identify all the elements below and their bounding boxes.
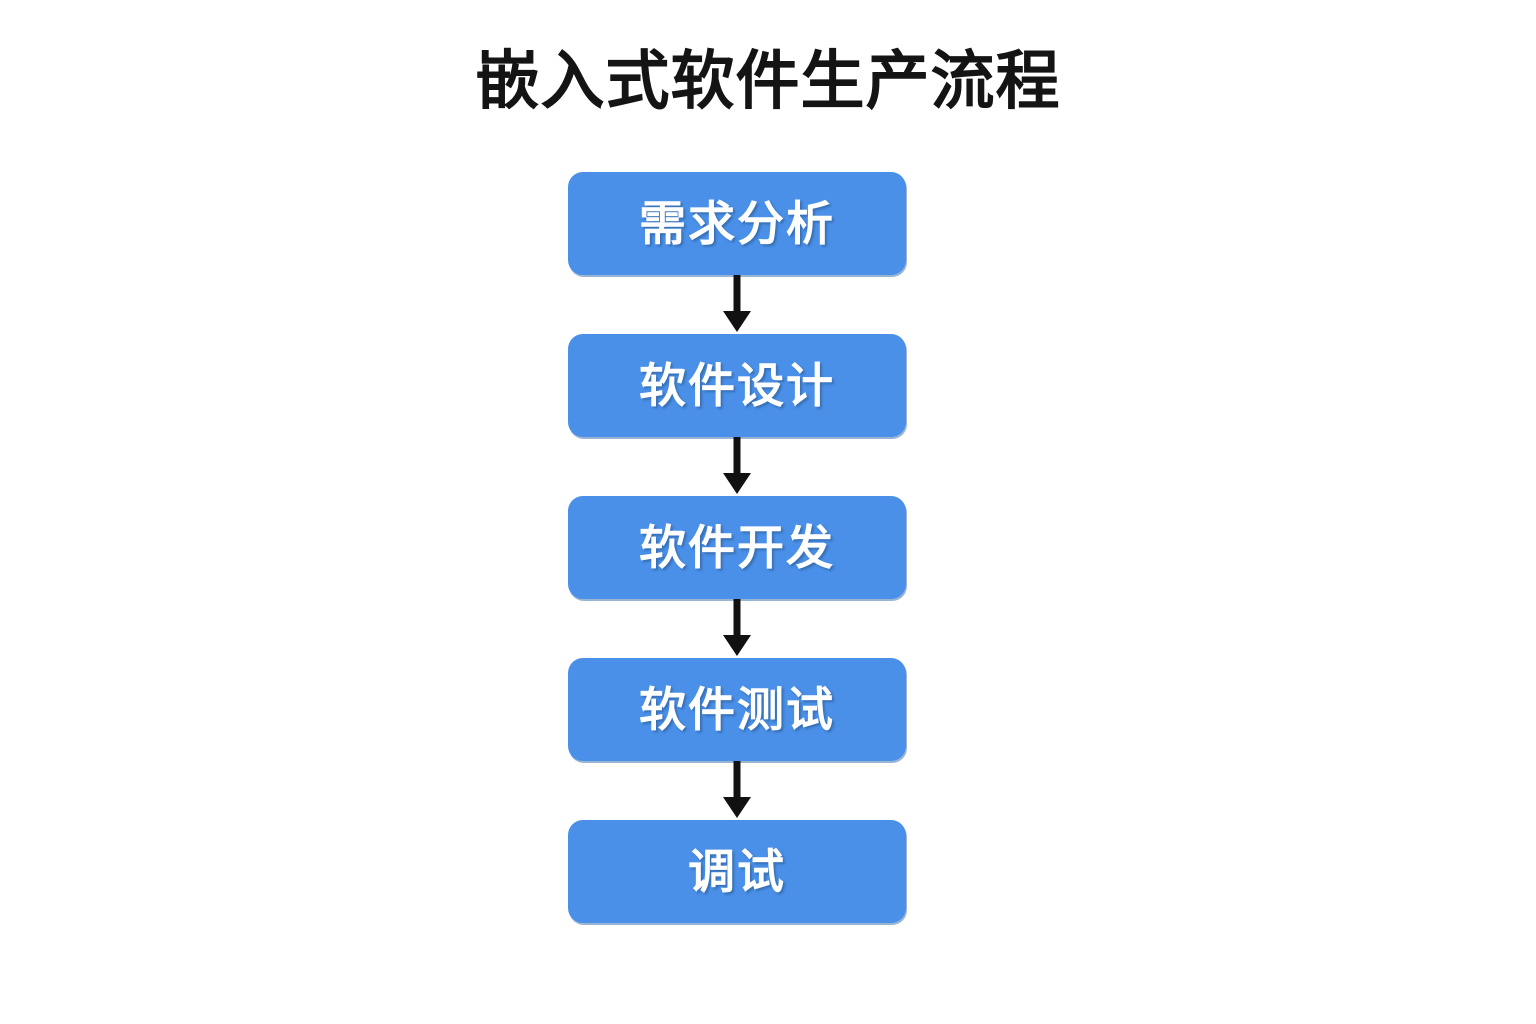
flow-node-step-5[interactable]: 调试	[568, 820, 906, 923]
flow-container: 需求分析 软件设计 软件开发	[568, 172, 906, 923]
flow-node-label: 调试	[688, 844, 786, 898]
down-arrow-icon	[723, 437, 751, 494]
flow-node-step-1[interactable]: 需求分析	[568, 172, 906, 275]
flow-node-label: 需求分析	[639, 196, 835, 250]
down-arrow-icon	[723, 275, 751, 332]
down-arrow-icon	[723, 761, 751, 818]
flow-node-label: 软件开发	[639, 520, 835, 574]
page-title: 嵌入式软件生产流程	[475, 45, 1061, 117]
down-arrow-icon	[723, 599, 751, 656]
flow-connector-arrow-4	[568, 761, 906, 820]
flow-connector-arrow-2	[568, 437, 906, 496]
flow-connector-arrow-3	[568, 599, 906, 658]
flow-node-step-2[interactable]: 软件设计	[568, 334, 906, 437]
flow-connector-arrow-1	[568, 275, 906, 334]
flow-node-step-4[interactable]: 软件测试	[568, 658, 906, 761]
flow-node-step-3[interactable]: 软件开发	[568, 496, 906, 599]
flow-node-label: 软件测试	[639, 682, 835, 736]
flow-node-label: 软件设计	[639, 358, 835, 412]
